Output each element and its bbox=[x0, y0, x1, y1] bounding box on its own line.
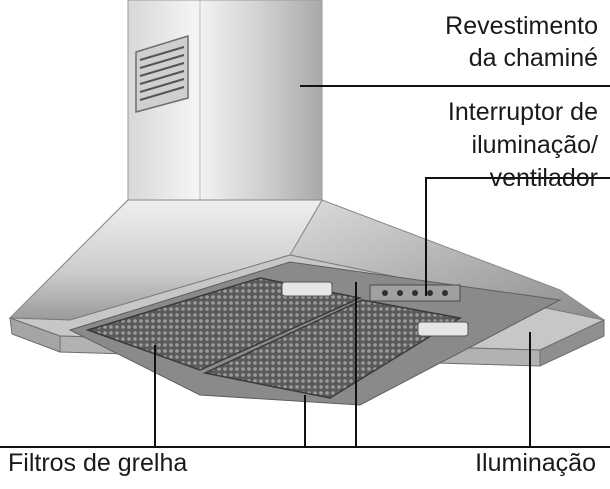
label-switch-line2: iluminação/ bbox=[471, 131, 598, 159]
label-chimney-cover-line2: da chaminé bbox=[468, 44, 598, 72]
label-chimney-cover-line1: Revestimento bbox=[445, 12, 598, 40]
lamp-right bbox=[417, 321, 469, 337]
label-switch-line3: ventilador bbox=[489, 164, 598, 192]
grille-filter-right bbox=[202, 299, 463, 399]
control-panel bbox=[369, 284, 461, 302]
leader-switch bbox=[425, 177, 610, 296]
leader-filters bbox=[0, 395, 357, 448]
label-switch-line1: Interruptor de bbox=[447, 98, 598, 126]
chimney-vent-grille bbox=[135, 34, 189, 113]
leader-lines bbox=[0, 85, 610, 448]
label-lighting: Iluminação bbox=[475, 449, 596, 477]
lamp-left bbox=[281, 281, 333, 297]
hood-underside bbox=[68, 261, 562, 406]
chimney-cover bbox=[127, 0, 323, 201]
label-grille-filters: Filtros de grelha bbox=[8, 449, 188, 477]
